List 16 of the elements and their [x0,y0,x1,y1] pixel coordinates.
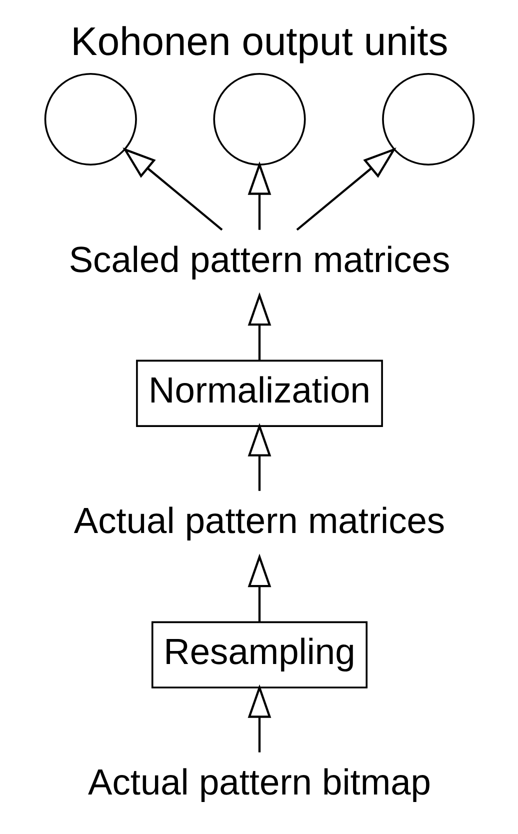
arrow [296,148,396,231]
arrow [122,148,222,231]
arrow [247,161,271,230]
node-text: Actual pattern bitmap [88,762,430,803]
arrow [247,292,271,360]
arrow [247,684,271,752]
node-circle [212,72,306,166]
node-circle [44,72,136,166]
arrow [247,554,271,622]
node-box: Resampling [150,621,368,688]
node-box: Normalization [136,360,382,427]
arrow [247,422,271,491]
label: Kohonen output units [70,20,448,64]
node-circle [382,72,474,166]
node-text: Scaled pattern matrices [68,238,450,280]
node-text: Actual pattern matrices [73,500,445,542]
